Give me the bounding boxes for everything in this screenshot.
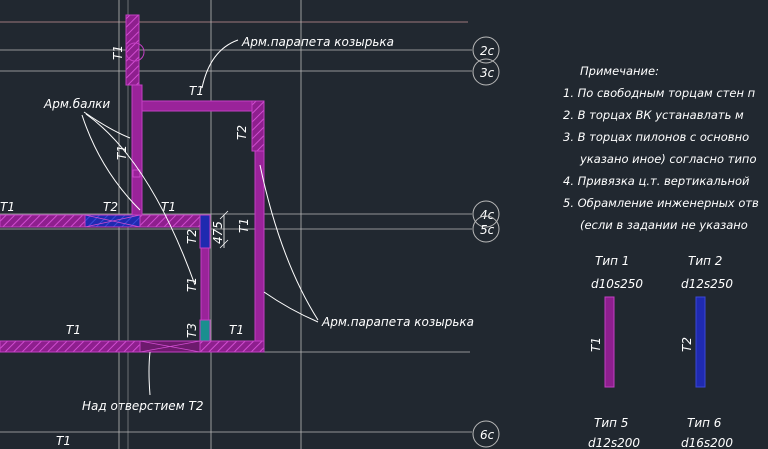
leader-beam-3 [85, 113, 196, 286]
tag-t2-mid: Т2 [103, 200, 118, 214]
wall-t3-teal[interactable] [199, 319, 211, 343]
note-item-1: 1. По свободным торцам стен п [563, 86, 756, 100]
tag-t3-vert: Т3 [185, 323, 199, 338]
axis-marker-2c[interactable]: 2c [472, 36, 500, 64]
axis-marker-5c[interactable]: 5c [472, 215, 500, 243]
leader-parapet-right-1 [259, 164, 319, 321]
wall-tags: Т1 Т1 Т2 Т1 Т1 Т2 Т1 Т2 Т1 Т1 Т1 Т3 Т1 Т… [0, 45, 251, 448]
leader-beam-2 [81, 114, 141, 211]
tag-t1-left: Т1 [0, 200, 15, 214]
axis-markers: 2c 3c 4c 5c 6c [472, 36, 500, 448]
note-item-2: 2. В торцах ВК устанавлать м [563, 108, 744, 122]
type-1[interactable]: Тип 1 d10s250 Т1 [589, 254, 643, 388]
leader-parapet-top [201, 39, 239, 89]
leader-opening [148, 351, 151, 396]
axis-label-3c: 3c [480, 66, 495, 80]
axis-marker-4c[interactable]: 4c [472, 200, 500, 228]
wall-main-column[interactable] [131, 84, 143, 216]
type-2-name: Тип 2 [688, 254, 722, 268]
note-item-5: 5. Обрамление инженерных отв [563, 196, 759, 210]
wall-top-column-hatched[interactable] [125, 14, 140, 86]
dimension-475-text: 475 [211, 221, 225, 244]
tag-t1-top-beam: Т1 [189, 84, 204, 98]
type-legend: Тип 1 d10s250 Т1 Тип 2 d12s250 Т2 Тип 5 … [588, 254, 733, 449]
tag-t1-mid-col: Т1 [115, 145, 129, 160]
wall-right-t2-hatched[interactable] [251, 100, 265, 152]
label-parapet-top: Арм.парапета козырька [241, 35, 394, 49]
tag-t1-bottom-right: Т1 [229, 323, 244, 337]
type-1-spec: d10s250 [591, 277, 643, 291]
type-1-tag: Т1 [589, 337, 603, 352]
type-5-name: Тип 5 [594, 416, 628, 430]
notes-title: Примечание: [580, 64, 659, 78]
type-5[interactable]: Тип 5 d12s200 [588, 416, 640, 449]
leader-lines [81, 39, 319, 396]
type-6-spec: d16s200 [681, 436, 733, 449]
type-2[interactable]: Тип 2 d12s250 Т2 [680, 254, 733, 388]
type-2-swatch [695, 296, 706, 388]
note-item-3: 3. В торцах пилонов с основно [563, 130, 749, 144]
wall-horizontal-4c-left[interactable] [0, 214, 86, 228]
wall-top-beam[interactable] [141, 100, 263, 112]
wall-lower-column[interactable] [200, 247, 210, 321]
leader-parapet-right-2 [263, 291, 319, 323]
type-6-name: Тип 6 [687, 416, 722, 430]
type-6[interactable]: Тип 6 d16s200 [681, 416, 733, 449]
label-parapet-right: Арм.парапета козырька [321, 315, 474, 329]
axis-label-4c: 4c [480, 208, 495, 222]
axis-label-6c: 6c [480, 428, 495, 442]
label-beam: Арм.балки [43, 97, 110, 111]
wall-opening-cross-b [139, 340, 201, 353]
annotation-labels: Арм.парапета козырька Арм.балки Арм.пара… [43, 35, 474, 413]
axis-marker-3c[interactable]: 3c [472, 58, 500, 86]
type-5-spec: d12s200 [588, 436, 640, 449]
type-1-swatch [604, 296, 615, 388]
note-item-5-cont: (если в задании не указано [580, 218, 748, 232]
tag-t1-bottom-left: Т1 [66, 323, 81, 337]
wall-top-column-marker [125, 42, 145, 62]
type-2-tag: Т2 [680, 337, 694, 352]
axis-label-2c: 2c [480, 44, 495, 58]
wall-t2-cross-b [84, 214, 141, 228]
type-2-spec: d12s250 [681, 277, 733, 291]
walls [0, 14, 265, 353]
wall-bottom-horizontal[interactable] [0, 340, 265, 353]
label-opening: Над отверстием Т2 [82, 399, 204, 413]
axis-marker-6c[interactable]: 6c [472, 420, 500, 448]
tag-t1-lower-col: Т1 [185, 277, 199, 292]
note-item-4: 4. Привязка ц.т. вертикальной [563, 174, 750, 188]
tag-t1-mid: Т1 [161, 200, 176, 214]
dimension-475: 475 [211, 210, 229, 249]
axis-label-5c: 5c [480, 223, 495, 237]
tag-t2-vert: Т2 [185, 229, 199, 244]
note-item-3-cont: указано иное) согласно типо [579, 152, 756, 166]
notes-block: Примечание: 1. По свободным торцам стен … [563, 64, 759, 232]
wall-right-column[interactable] [254, 150, 265, 352]
tag-t1-far-bottom: Т1 [56, 434, 71, 448]
wall-small-t2-blue[interactable] [199, 214, 211, 249]
type-1-name: Тип 1 [595, 254, 629, 268]
tag-t2-right-col: Т2 [235, 125, 249, 140]
tag-t1-top-col: Т1 [111, 45, 125, 60]
wall-column-cross-marker [132, 169, 141, 178]
leader-beam-1 [83, 111, 131, 139]
tag-t1-vert-right: Т1 [237, 218, 251, 233]
